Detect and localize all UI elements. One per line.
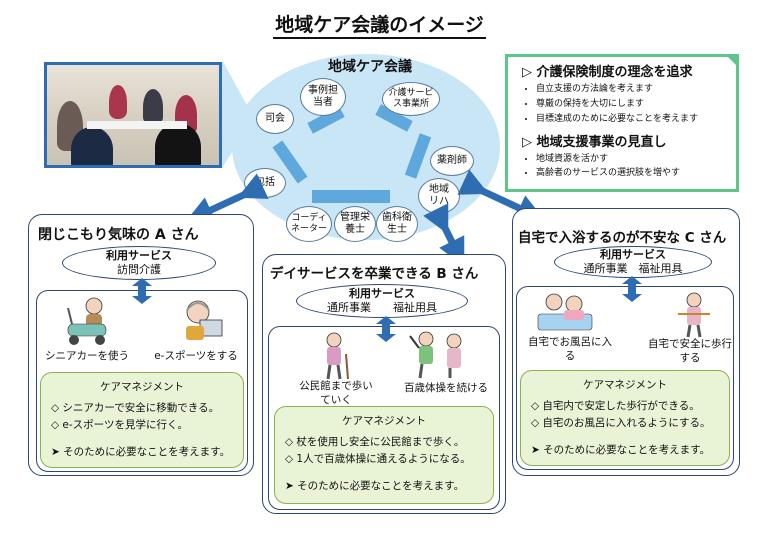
- case-a-mgmt-title: ケアマネジメント: [100, 381, 184, 393]
- meeting-photo: [44, 62, 222, 168]
- node-care-provider: 介護サービス事業所: [382, 82, 440, 116]
- case-b-care-management: ケアマネジメント ◇ 杖を使用し安全に公民館まで歩く。 ◇ 1人で百歳体操に通え…: [274, 406, 494, 504]
- case-c-care-management: ケアマネジメント ◇ 自宅内で安定した歩行ができる。 ◇ 自宅のお風呂に入れるよ…: [520, 370, 730, 466]
- case-c-mgmt-item: ◇ 自宅内で安定した歩行ができる。: [531, 400, 700, 412]
- case-b-mgmt-item: ◇ 1人で百歳体操に通えるようになる。: [285, 453, 471, 465]
- link-segment: [312, 190, 390, 203]
- case-a-mgmt-item: ◇ e-スポーツを見学に行く。: [51, 419, 188, 431]
- case-c-mgmt-item: ➤ そのために必要なことを考えます。: [531, 444, 711, 456]
- cane-walker-icon: [326, 332, 349, 380]
- case-c-activity-1: 自宅でお風呂に入る: [528, 336, 612, 362]
- node-case-manager: 事例担当者: [300, 78, 346, 116]
- photo-callout: [222, 60, 254, 168]
- case-a-mgmt-item: ➤ そのために必要なことを考えます。: [51, 446, 231, 458]
- case-a-care-management: ケアマネジメント ◇ シニアカーで安全に移動できる。 ◇ e-スポーツを見学に行…: [40, 372, 244, 468]
- node-coordinator: コーディネーター: [286, 206, 332, 242]
- goal-heading-1: ▷ 介護保険制度の理念を追求: [522, 65, 693, 80]
- case-a-activity-1: シニアカーを使う: [45, 350, 129, 362]
- senior-car-icon: [67, 297, 107, 345]
- goal-heading-2: ▷ 地域支援事業の見直し: [522, 134, 667, 150]
- case-c-activity-2: 自宅で安全に歩行する: [648, 338, 732, 364]
- case-b-mgmt-title: ケアマネジメント: [342, 415, 426, 427]
- case-b-title: デイサービスを卒業できる B さん: [270, 266, 479, 282]
- case-b-arrow: [376, 316, 396, 342]
- case-a-service: 利用サービス訪問介護: [62, 246, 216, 280]
- case-a-arrow: [132, 278, 152, 304]
- case-c-mgmt-title: ケアマネジメント: [583, 379, 667, 391]
- case-b-mgmt-item: ◇ 杖を使用し安全に公民館まで歩く。: [285, 436, 465, 448]
- case-a-title: 閉じこもり気味の A さん: [38, 227, 199, 243]
- case-c-service: 利用サービス 通所事業 福祉用具: [554, 246, 712, 278]
- bath-icon: [537, 293, 593, 331]
- case-c-mgmt-item: ◇ 自宅のお風呂に入れるようにする。: [531, 417, 711, 429]
- goal-list-2: 地域資源を活かす 高齢者のサービスの選択肢を増やす: [522, 152, 698, 182]
- goal-corner: [725, 54, 739, 68]
- goals-box: ▷ 介護保険制度の理念を追求 自立支援の方法論を考えます 尊厳の保持を大切にしま…: [505, 54, 739, 192]
- case-a-activity-2: e-スポーツをする: [154, 350, 238, 362]
- exercise-icon: [409, 331, 462, 379]
- case-c-arrow: [622, 276, 642, 302]
- case-b-activity-2: 百歳体操を続ける: [404, 382, 488, 394]
- page-title: 地域ケア会議のイメージ: [0, 10, 759, 39]
- hub-title: 地域ケア会議: [328, 59, 412, 75]
- case-b-service: 利用サービス 通所事業 福祉用具: [296, 284, 468, 318]
- case-b-mgmt-item: ➤ そのために必要なことを考えます。: [285, 480, 465, 492]
- node-dental-hygienist: 歯科衛生士: [376, 206, 418, 242]
- case-b-activity-1: 公民館まで歩いていく: [299, 380, 373, 406]
- safe-walking-icon: [678, 292, 710, 338]
- goal-list-1: 自立支援の方法論を考えます 尊厳の保持を大切にします 目標達成のために必要なこと…: [522, 82, 698, 127]
- node-chair: 司会: [256, 104, 294, 134]
- node-dietitian: 管理栄養士: [334, 206, 376, 242]
- esports-icon: [186, 300, 223, 340]
- case-a-mgmt-item: ◇ シニアカーで安全に移動できる。: [51, 402, 220, 414]
- case-c-title: 自宅で入浴するのが不安な C さん: [518, 230, 727, 246]
